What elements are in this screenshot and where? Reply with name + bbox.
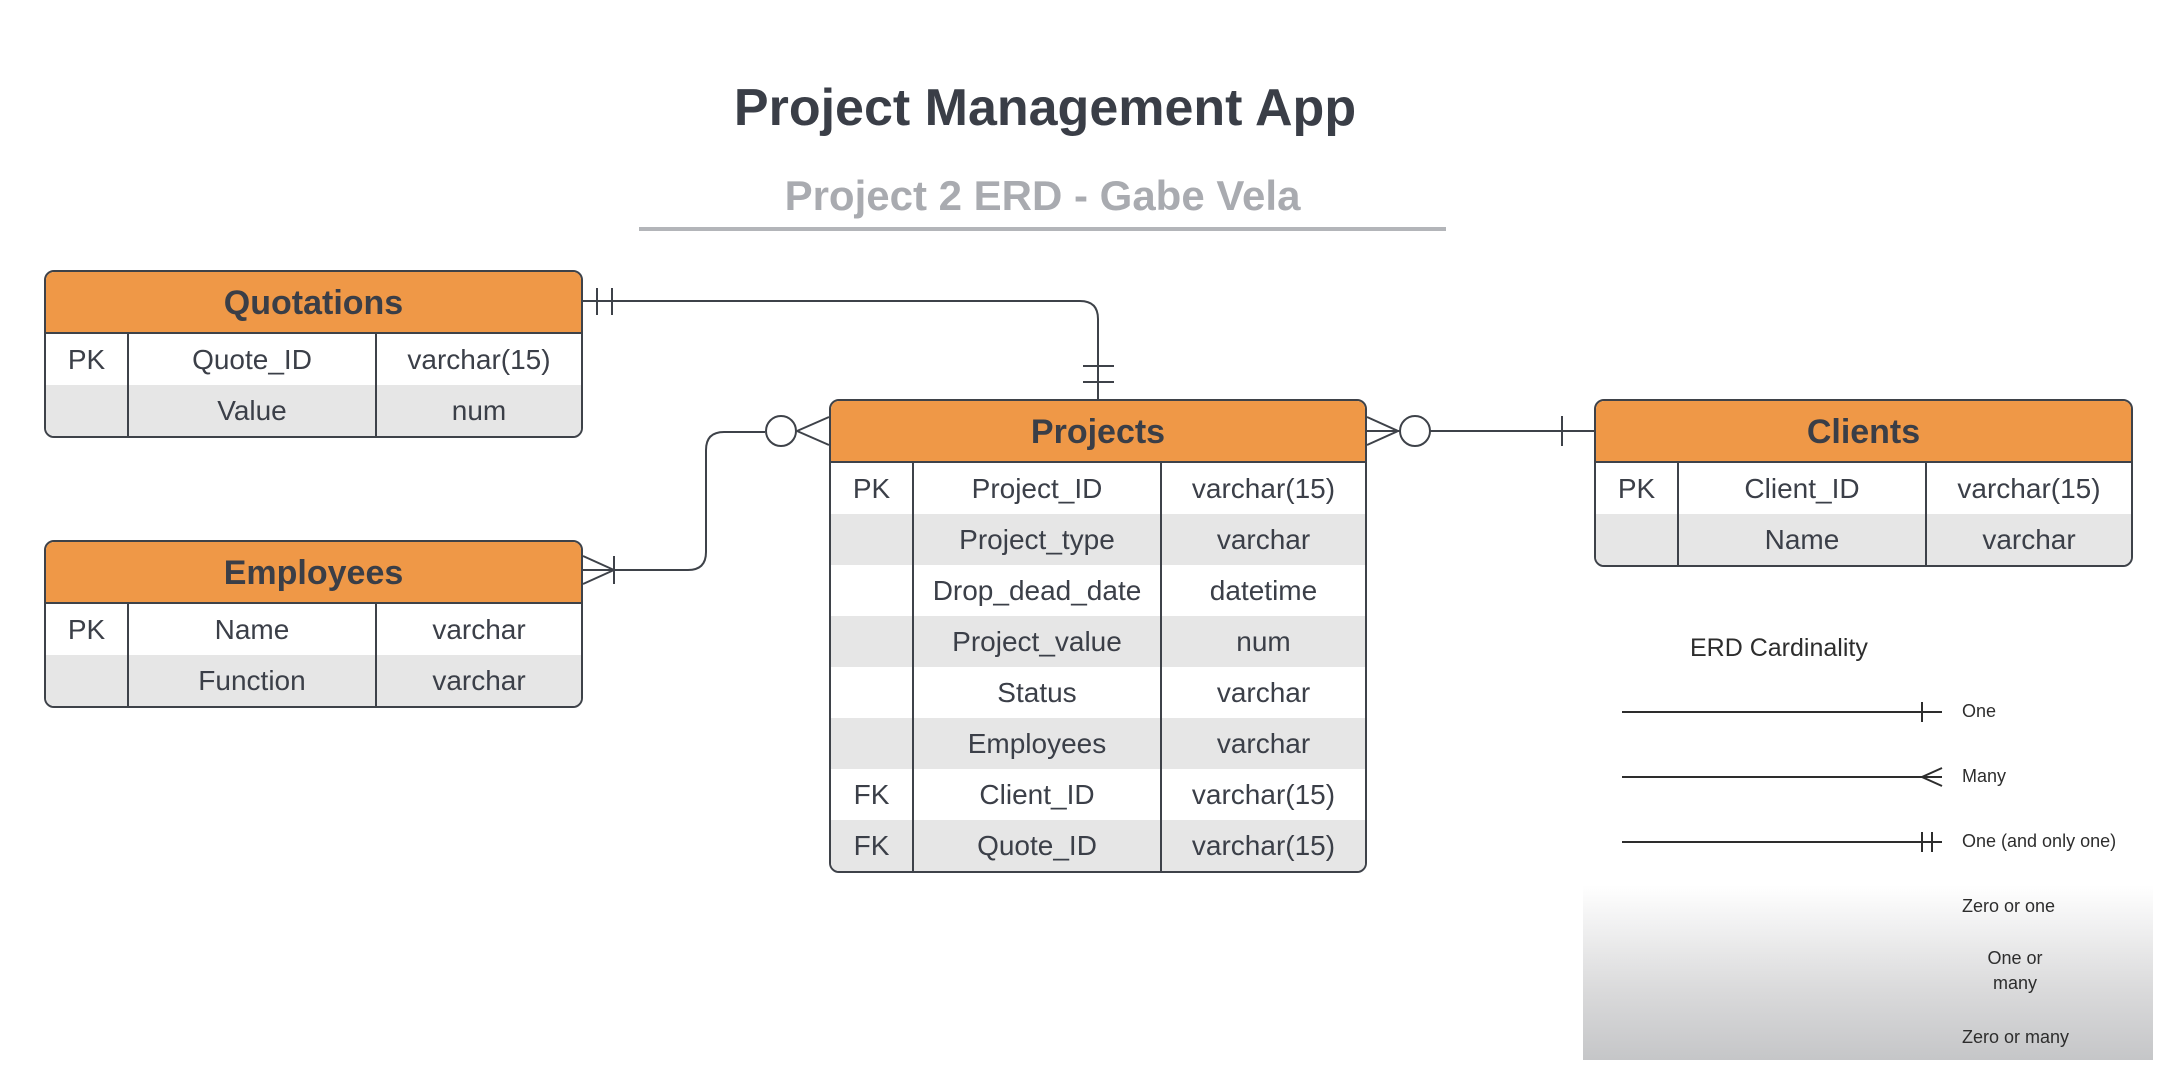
projects-left-zero-circle (765, 415, 797, 447)
key-cell (46, 385, 129, 436)
field-type-cell: varchar (1216, 677, 1311, 708)
field-type-cell: varchar (1982, 524, 2076, 555)
projects-right-zero-circle (1399, 415, 1431, 447)
field-name-cell: Client_ID (1679, 463, 1927, 514)
table-row: PK Name varchar (46, 604, 581, 655)
key-cell (831, 616, 914, 667)
entity-employees[interactable]: Employees PK Name varchar Function varch… (44, 540, 583, 708)
employees-crowfoot-bottom (582, 569, 615, 585)
key-cell: FK (831, 820, 914, 871)
field-name-cell: Function (129, 655, 377, 706)
key-cell (831, 718, 914, 769)
table-row: Function varchar (46, 655, 581, 706)
entity-quotations[interactable]: Quotations PK Quote_ID varchar(15) Value… (44, 270, 583, 438)
table-row: Status varchar (831, 667, 1365, 718)
projects-left-crowfoot-top (796, 416, 830, 432)
field-type-cell: varchar(15) (1191, 830, 1336, 861)
legend-many-symbol (1919, 767, 1943, 787)
entity-title: Projects (831, 401, 1365, 463)
table-row: Project_type varchar (831, 514, 1365, 565)
field-name-cell: Name (1679, 514, 1927, 565)
legend-label-many: Many (1962, 766, 2007, 786)
field-name-cell: Drop_dead_date (914, 565, 1162, 616)
table-row: Drop_dead_date datetime (831, 565, 1365, 616)
table-row: Employees varchar (831, 718, 1365, 769)
table-row: PK Quote_ID varchar(15) (46, 334, 581, 385)
field-type-cell: num (1236, 626, 1291, 657)
legend-label-one-or-many: One or many (1987, 948, 2043, 993)
key-cell (1596, 514, 1679, 565)
field-name-cell: Status (914, 667, 1162, 718)
field-name-cell: Employees (914, 718, 1162, 769)
employees-crowfoot-top (582, 555, 615, 571)
field-name-cell: Project_value (914, 616, 1162, 667)
key-cell: FK (831, 769, 914, 820)
table-row: FK Client_ID varchar(15) (831, 769, 1365, 820)
key-cell: PK (46, 604, 129, 655)
entity-projects[interactable]: Projects PK Project_ID varchar(15) Proje… (829, 399, 1367, 873)
table-row: Value num (46, 385, 581, 436)
projects-right-crowfoot-bottom (1366, 430, 1399, 446)
employees-projects-connector (583, 431, 765, 571)
field-type-cell: varchar (1216, 728, 1311, 759)
projects-left-crowfoot-bottom (796, 430, 830, 446)
field-type-cell: varchar(15) (1191, 473, 1336, 504)
legend-label-zero-or-one: Zero or one (1962, 896, 2056, 916)
field-type-cell: varchar (432, 614, 526, 645)
legend-label-zero-or-many: Zero or many (1962, 1027, 2070, 1047)
entity-title: Clients (1596, 401, 2131, 463)
quotations-projects-connector (583, 300, 1099, 399)
field-type-cell: varchar (1216, 524, 1311, 555)
field-name-cell: Project_type (914, 514, 1162, 565)
field-type-cell: varchar(15) (407, 344, 551, 375)
field-name-cell: Client_ID (914, 769, 1162, 820)
legend-label-one-and-only-one: One (and only one) (1962, 831, 2117, 851)
projects-right-crowfoot-top (1366, 416, 1399, 432)
field-type-cell: varchar(15) (1191, 779, 1336, 810)
entity-title: Quotations (46, 272, 581, 334)
key-cell: PK (1596, 463, 1679, 514)
subtitle-divider (639, 227, 1446, 231)
key-cell (831, 667, 914, 718)
legend-label-one: One (1962, 701, 1997, 721)
field-name-cell: Quote_ID (129, 334, 377, 385)
field-type-cell: varchar (432, 665, 526, 696)
entity-clients[interactable]: Clients PK Client_ID varchar(15) Name va… (1594, 399, 2133, 567)
key-cell (831, 565, 914, 616)
field-type-cell: datetime (1209, 575, 1318, 606)
entity-title: Employees (46, 542, 581, 604)
table-row: FK Quote_ID varchar(15) (831, 820, 1365, 871)
field-name-cell: Quote_ID (914, 820, 1162, 871)
legend-title: ERD Cardinality (1690, 634, 1868, 662)
field-name-cell: Project_ID (914, 463, 1162, 514)
table-row: Project_value num (831, 616, 1365, 667)
key-cell: PK (831, 463, 914, 514)
key-cell (46, 655, 129, 706)
page-title: Project Management App (733, 79, 1357, 137)
field-type-cell: varchar(15) (1957, 473, 2101, 504)
legend-background (1583, 885, 2153, 1060)
table-row: Name varchar (1596, 514, 2131, 565)
key-cell: PK (46, 334, 129, 385)
key-cell (831, 514, 914, 565)
field-name-cell: Value (129, 385, 377, 436)
table-row: PK Client_ID varchar(15) (1596, 463, 2131, 514)
table-row: PK Project_ID varchar(15) (831, 463, 1365, 514)
field-type-cell: num (451, 395, 507, 426)
page-subtitle: Project 2 ERD - Gabe Vela (784, 172, 1301, 219)
field-name-cell: Name (129, 604, 377, 655)
